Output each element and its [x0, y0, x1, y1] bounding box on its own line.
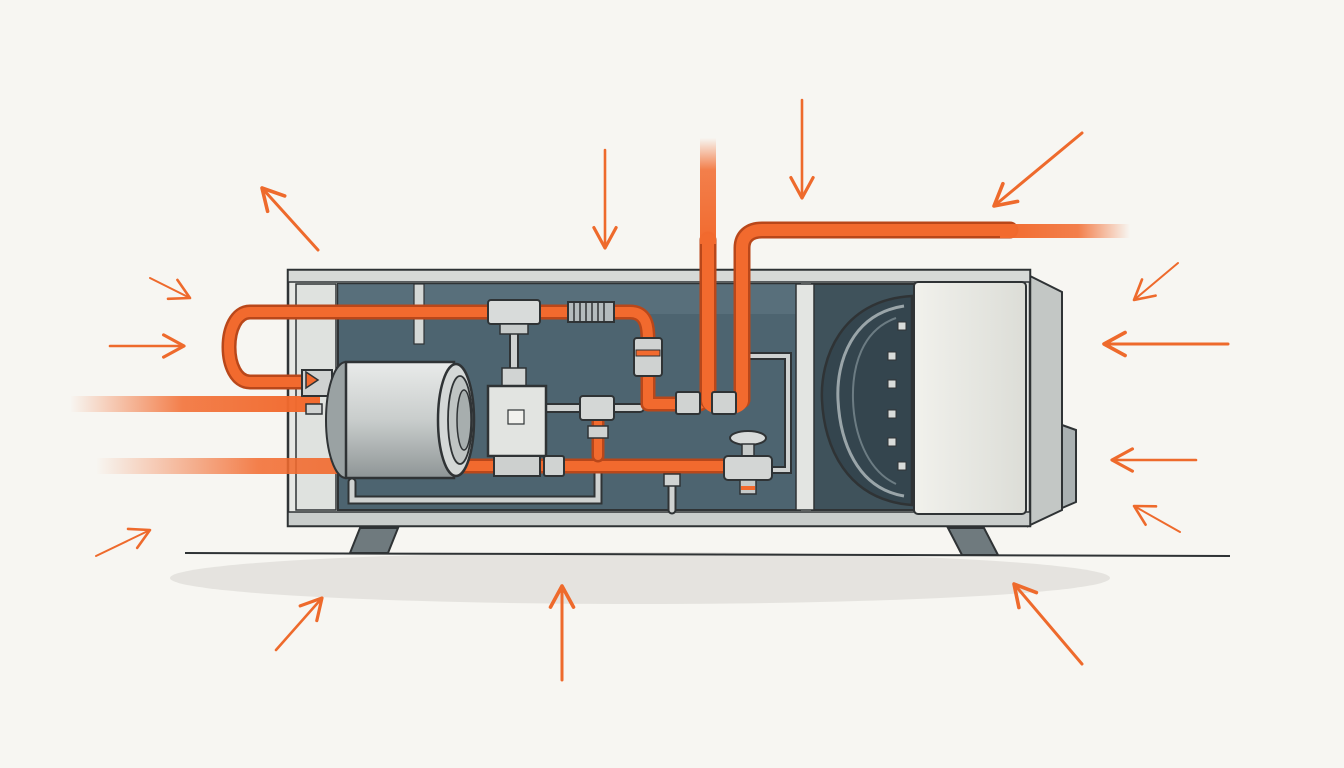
service-valve-icon: [723, 430, 773, 495]
fan-bolt: [887, 409, 897, 419]
compressor-icon: [301, 360, 476, 480]
fan-bolt: [887, 351, 897, 361]
arrow-icon: [1102, 330, 1230, 358]
arrow-head: [126, 527, 152, 550]
arrow-head: [1132, 504, 1158, 526]
compressor-ring: [456, 389, 472, 451]
casing-bottom-rail: [287, 511, 1031, 527]
arrow-shaft: [1133, 505, 1181, 533]
arrow-shaft: [1012, 582, 1084, 666]
arrow-head: [789, 176, 815, 200]
fan-bolt: [897, 461, 907, 471]
arrow-head: [1132, 278, 1157, 302]
arrow-icon: [108, 333, 186, 359]
control-box-base: [493, 455, 541, 477]
access-panel: [913, 281, 1027, 515]
fitting-band: [635, 349, 661, 357]
arrow-shaft: [1133, 262, 1179, 301]
compressor-valve: [305, 370, 320, 390]
fan-rim-inner: [851, 317, 897, 485]
arrow-shaft: [992, 131, 1084, 208]
arrow-icon: [95, 527, 152, 557]
arrow-head: [260, 186, 287, 214]
control-box-label: [507, 409, 525, 425]
fitting-stub: [663, 473, 681, 487]
valve-icon: [486, 299, 548, 477]
arrow-head: [548, 584, 576, 609]
ground-shadow: [170, 552, 1110, 604]
fan-rim: [836, 304, 905, 498]
fitting-bottom: [543, 455, 565, 477]
bellows-ribs: [573, 302, 605, 322]
valve-flange: [499, 323, 529, 335]
fan-shroud: [820, 294, 914, 507]
valve-neck: [501, 367, 527, 387]
fitting-junction: [711, 391, 737, 415]
arrow-shaft: [274, 596, 324, 652]
right-foot: [946, 527, 1000, 556]
fitting-t: [579, 395, 615, 421]
casing-right-side: [1027, 273, 1063, 528]
arrow-head: [992, 181, 1020, 208]
fade-pipe-left-upper: [70, 396, 320, 412]
valve-top-fitting: [487, 299, 541, 325]
compressor-port: [305, 403, 323, 415]
fan-bolt: [887, 437, 897, 447]
pipe-fittings: [543, 337, 737, 487]
arrow-icon: [789, 98, 815, 200]
silver-pipe-bottom: [349, 449, 601, 503]
arrow-head: [1012, 582, 1039, 610]
arrow-head: [592, 226, 618, 250]
unit-feet: [348, 527, 1000, 556]
heat-arrows: [95, 98, 1230, 682]
fan-icon: [820, 294, 914, 507]
copper-loop-left: [224, 307, 497, 387]
arrow-head: [1110, 447, 1134, 473]
arrow-icon: [592, 148, 618, 250]
fitting-elbow-right: [633, 337, 663, 377]
arrow-icon: [1132, 262, 1179, 302]
arrow-head: [166, 278, 192, 301]
fade-pipe-vertical: [700, 138, 716, 244]
copper-up-right: [736, 224, 1016, 406]
compressor-body: [344, 360, 456, 480]
service-valve-band: [741, 486, 755, 490]
fitting-riser-joint: [587, 425, 609, 439]
silver-pipe-right: [738, 354, 790, 472]
fitting-junction: [675, 391, 701, 415]
arrow-head: [298, 596, 324, 623]
fan-bolt: [897, 321, 907, 331]
arrow-icon: [992, 131, 1084, 208]
ground: [170, 552, 1231, 604]
bellows: [567, 301, 615, 323]
arrow-head: [1102, 330, 1127, 358]
arrow-icon: [149, 277, 192, 301]
fade-pipe-top-right: [1000, 224, 1130, 238]
arrow-icon: [1012, 582, 1084, 666]
arrow-shaft: [95, 529, 151, 557]
arrow-icon: [1132, 504, 1181, 533]
arrow-shaft: [260, 186, 320, 252]
fan-bolt: [887, 379, 897, 389]
left-foot: [348, 527, 400, 554]
middle-post: [795, 283, 815, 511]
arrow-shaft: [149, 277, 191, 299]
arrow-icon: [260, 186, 320, 252]
casing-top-rail: [287, 269, 1031, 283]
arrow-head: [162, 333, 186, 359]
arrow-icon: [1110, 447, 1198, 473]
bellows-body: [567, 301, 615, 323]
service-valve-body: [723, 455, 773, 481]
casing-back-tab: [1061, 423, 1077, 510]
service-valve-knob: [729, 430, 767, 446]
arrow-icon: [548, 584, 576, 682]
arrow-icon: [274, 596, 324, 652]
